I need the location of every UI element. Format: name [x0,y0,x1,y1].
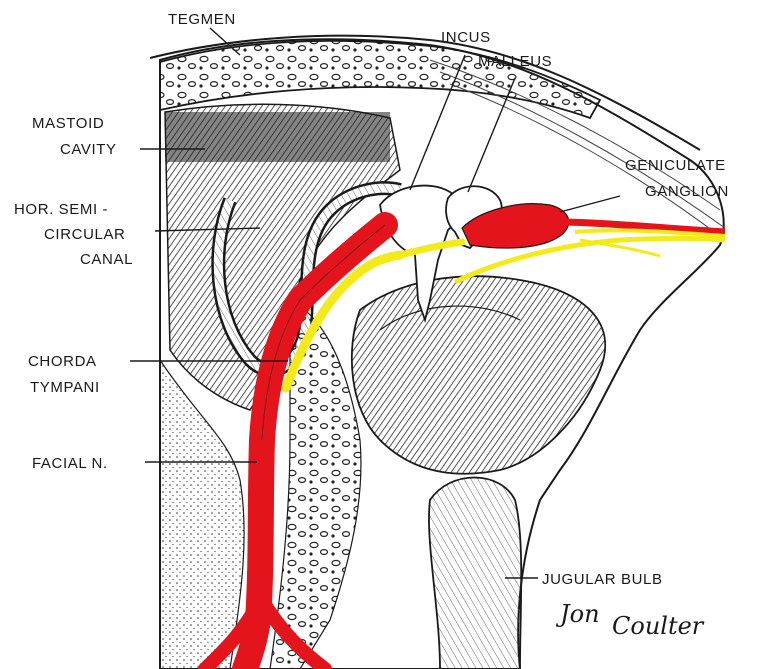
label-geniculate-line2: GANGLION [645,183,729,200]
label-hor-canal-line3: CANAL [80,251,133,268]
label-facial-nerve: FACIAL N. [32,455,108,472]
label-incus: INCUS [441,29,491,46]
label-mastoid-cavity-line1: MASTOID [32,115,104,132]
label-chorda-line1: CHORDA [28,353,97,370]
signature-last: Coulter [612,612,705,640]
label-jugular-bulb: JUGULAR BULB [542,571,663,588]
label-hor-canal-line2: CIRCULAR [44,226,125,243]
signature-first: Jon [555,600,600,628]
label-geniculate-line1: GENICULATE [625,157,726,174]
label-hor-canal-line1: HOR. SEMI - [14,201,108,218]
label-chorda-line2: TYMPANI [30,379,100,396]
label-tegmen: TEGMEN [168,11,236,28]
label-mastoid-cavity-line2: CAVITY [60,141,117,158]
artist-signature: Jon Coulter [555,600,705,640]
label-malleus: MALLEUS [478,53,552,70]
jugular-bulb-shape [429,478,521,669]
